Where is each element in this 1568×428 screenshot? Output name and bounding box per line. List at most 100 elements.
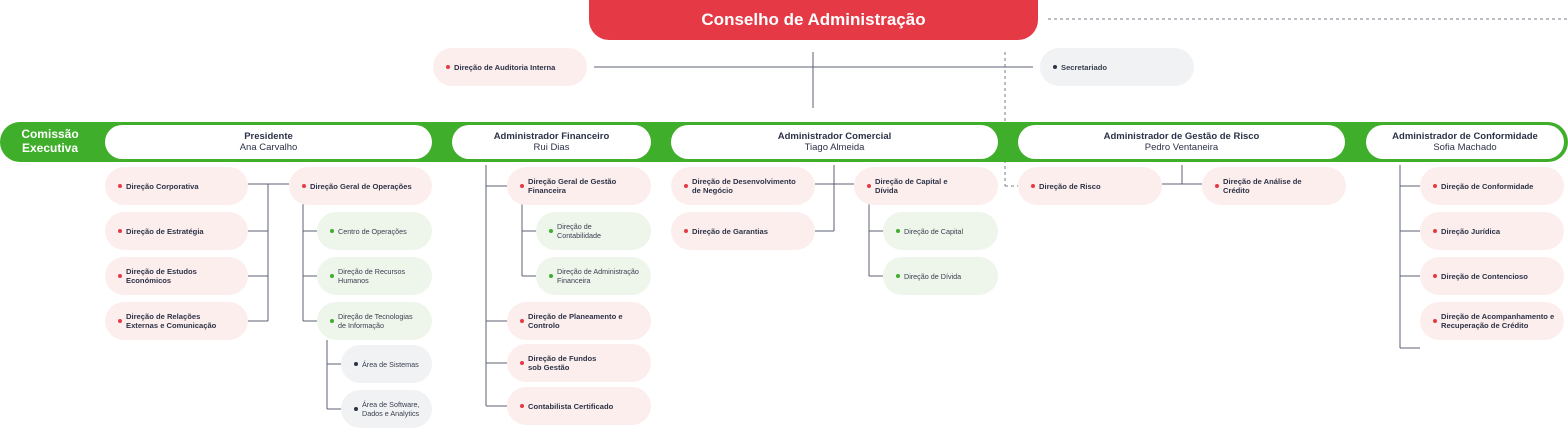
unit-risk: Direção de Risco	[1018, 167, 1162, 205]
unit-capital-debt: Direção de Capital e Dívida	[854, 167, 998, 205]
bullet-icon	[118, 319, 122, 323]
bullet-icon	[867, 184, 871, 188]
admin-name: Pedro Ventaneira	[1144, 142, 1219, 153]
bullet-icon	[330, 229, 334, 233]
node-label: Direção de Relações Externas e Comunicaç…	[126, 312, 217, 330]
unit-hr: Direção de Recursos Humanos	[317, 257, 432, 295]
node-label: Direção Geral de Operações	[310, 181, 412, 191]
node-label: Direção de Análise de Crédito	[1223, 177, 1302, 195]
admin-title: Administrador de Gestão de Risco	[1103, 131, 1260, 142]
unit-legal: Direção Jurídica	[1420, 212, 1564, 250]
unit-operations: Direção Geral de Operações	[289, 167, 432, 205]
admin-financial: Administrador Financeiro Rui Dias	[452, 125, 651, 159]
unit-business-development: Direção de Desenvolvimento de Negócio	[671, 167, 815, 205]
node-label: Direção de Planeamento e Controlo	[528, 312, 623, 330]
unit-credit-analysis: Direção de Análise de Crédito	[1202, 167, 1346, 205]
admin-name: Rui Dias	[533, 142, 570, 153]
admin-name: Tiago Almeida	[804, 142, 865, 153]
unit-financial-management: Direção Geral de Gestão Financeira	[507, 167, 651, 205]
node-label: Secretariado	[1061, 62, 1108, 72]
unit-accountant: Contabilista Certificado	[507, 387, 651, 425]
unit-financial-administration: Direção de Administração Financeira	[536, 257, 651, 295]
bullet-icon	[302, 184, 306, 188]
bullet-icon	[896, 229, 900, 233]
node-label: Direção de Capital e Dívida	[875, 177, 948, 195]
unit-compliance: Direção de Conformidade	[1420, 167, 1564, 205]
node-label: Centro de Operações	[338, 226, 407, 236]
node-label: Direção de Acompanhamento e Recuperação …	[1441, 312, 1555, 330]
unit-strategy: Direção de Estratégia	[105, 212, 248, 250]
admin-name: Sofia Machado	[1433, 142, 1497, 153]
bullet-icon	[520, 404, 524, 408]
bullet-icon	[330, 274, 334, 278]
node-label: Direção Geral de Gestão Financeira	[528, 177, 617, 195]
unit-economic-studies: Direção de Estudos Económicos	[105, 257, 248, 295]
bullet-icon	[684, 184, 688, 188]
node-label: Direção de Auditoria Interna	[454, 62, 556, 72]
node-label: Direção de Dívida	[904, 271, 962, 281]
bullet-icon	[896, 274, 900, 278]
node-label: Direção de Estudos Económicos	[126, 267, 197, 285]
node-label: Direção de Garantias	[692, 226, 768, 236]
bullet-icon	[1031, 184, 1035, 188]
node-label: Área de Sistemas	[362, 359, 419, 369]
bullet-icon	[520, 319, 524, 323]
admin-compliance: Administrador de Conformidade Sofia Mach…	[1366, 125, 1564, 159]
bullet-icon	[354, 407, 358, 411]
bullet-icon	[549, 229, 553, 233]
bullet-icon	[1053, 65, 1057, 69]
admin-title: Administrador de Conformidade	[1392, 131, 1538, 142]
bullet-icon	[330, 319, 334, 323]
executive-commission-label: Comissão Executiva	[21, 127, 79, 155]
admin-title: Presidente	[244, 131, 293, 142]
node-label: Direção Jurídica	[1441, 226, 1501, 236]
unit-credit-recovery: Direção de Acompanhamento e Recuperação …	[1420, 302, 1564, 340]
unit-litigation: Direção de Contencioso	[1420, 257, 1564, 295]
bullet-icon	[684, 229, 688, 233]
node-label: Direção de Tecnologias de Informação	[338, 312, 413, 330]
unit-systems: Área de Sistemas	[341, 345, 432, 383]
unit-accounting: Direção de Contabilidade	[536, 212, 651, 250]
unit-capital: Direção de Capital	[883, 212, 998, 250]
bullet-icon	[118, 274, 122, 278]
unit-operations-center: Centro de Operações	[317, 212, 432, 250]
bullet-icon	[520, 184, 524, 188]
unit-guarantees: Direção de Garantias	[671, 212, 815, 250]
admin-commercial: Administrador Comercial Tiago Almeida	[671, 125, 998, 159]
bullet-icon	[118, 184, 122, 188]
unit-funds: Direção de Fundos sob Gestão	[507, 344, 651, 382]
node-label: Direção de Conformidade	[1441, 181, 1534, 191]
secretariat-node: Secretariado	[1040, 48, 1194, 86]
bullet-icon	[549, 274, 553, 278]
admin-name: Ana Carvalho	[239, 142, 298, 153]
node-label: Direção de Risco	[1039, 181, 1101, 191]
bullet-icon	[1433, 319, 1437, 323]
unit-debt: Direção de Dívida	[883, 257, 998, 295]
bullet-icon	[446, 65, 450, 69]
node-label: Direção de Administração Financeira	[557, 267, 639, 285]
admin-risk: Administrador de Gestão de Risco Pedro V…	[1018, 125, 1345, 159]
unit-planning: Direção de Planeamento e Controlo	[507, 302, 651, 340]
node-label: Direção de Contabilidade	[557, 222, 601, 240]
node-label: Direção Corporativa	[126, 181, 199, 191]
bullet-icon	[520, 361, 524, 365]
admin-title: Administrador Financeiro	[493, 131, 610, 142]
unit-external-relations: Direção de Relações Externas e Comunicaç…	[105, 302, 248, 340]
node-label: Direção de Estratégia	[126, 226, 204, 236]
node-label: Direção de Recursos Humanos	[338, 267, 406, 285]
node-label: Área de Software, Dados e Analytics	[362, 400, 420, 418]
unit-it: Direção de Tecnologias de Informação	[317, 302, 432, 340]
node-label: Direção de Contencioso	[1441, 271, 1528, 281]
bullet-icon	[1433, 229, 1437, 233]
bullet-icon	[118, 229, 122, 233]
bullet-icon	[1433, 184, 1437, 188]
bullet-icon	[1215, 184, 1219, 188]
bullet-icon	[1433, 274, 1437, 278]
unit-software: Área de Software, Dados e Analytics	[341, 390, 432, 428]
admin-president: Presidente Ana Carvalho	[105, 125, 432, 159]
node-label: Contabilista Certificado	[528, 401, 614, 411]
bullet-icon	[354, 362, 358, 366]
unit-corporate: Direção Corporativa	[105, 167, 248, 205]
board-header: Conselho de Administração	[589, 0, 1038, 40]
